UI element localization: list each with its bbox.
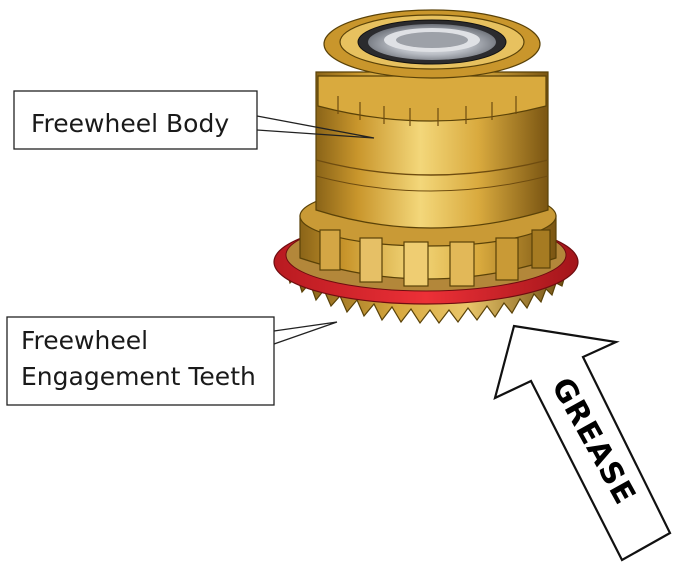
grease-arrow: GREASE [493, 324, 672, 562]
leader-line-body [256, 115, 375, 139]
leader-line-teeth [273, 321, 338, 345]
label-text-teeth-line2: Engagement Teeth [21, 362, 256, 391]
top-rim [323, 9, 541, 79]
label-text-teeth-line1: Freewheel [21, 326, 148, 355]
main-cylinder [315, 71, 549, 229]
grease-arrow-shape [493, 324, 672, 562]
freewheel-body-illustration [273, 9, 579, 325]
bearing [357, 19, 507, 65]
label-freewheel-body: Freewheel Body [13, 90, 375, 150]
label-engagement-teeth: Freewheel Engagement Teeth [6, 316, 338, 406]
label-text-freewheel-body: Freewheel Body [31, 109, 229, 138]
